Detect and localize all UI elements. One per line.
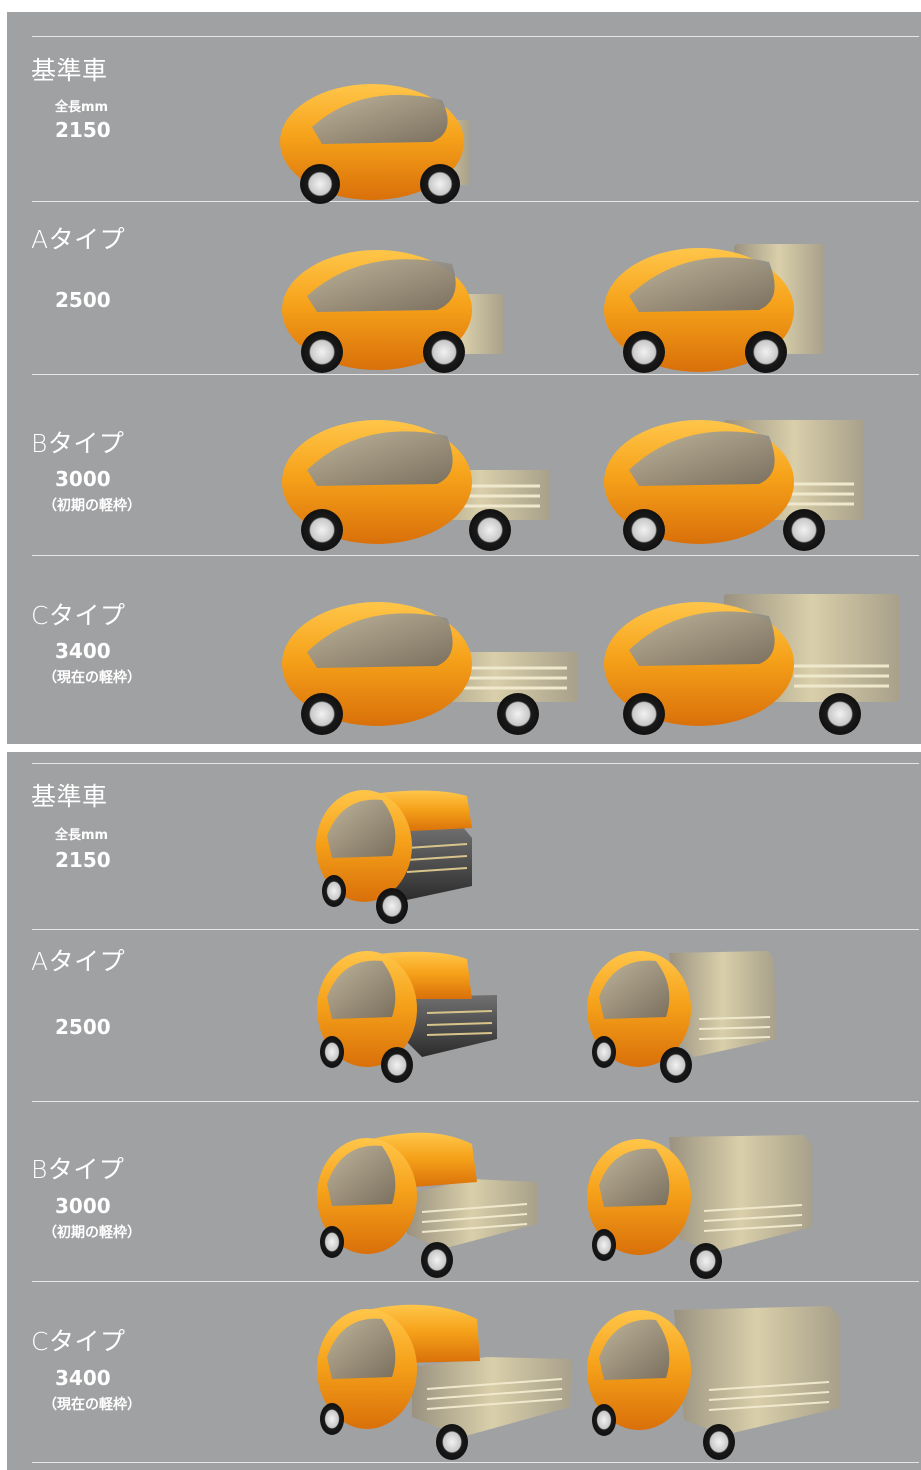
divider: [32, 1462, 919, 1463]
car-type-a-van-side-image: [604, 234, 834, 374]
length-note: （初期の軽枠）: [43, 1225, 141, 1241]
length-value: 2150: [55, 118, 111, 142]
section-title: Bタイプ: [31, 1155, 125, 1184]
length-value: 2500: [55, 288, 111, 312]
car-type-a-pickup-side-image: [282, 234, 512, 374]
length-label: 全長mm: [55, 100, 109, 115]
section-title: Cタイプ: [31, 1327, 126, 1356]
car-type-c-pickup-side-image: [282, 590, 582, 740]
length-label: 全長mm: [55, 828, 109, 843]
car-type-b-pickup-side-image: [282, 408, 557, 553]
length-value: 2150: [55, 848, 111, 872]
section-title: Aタイプ: [31, 947, 126, 976]
divider: [32, 1101, 919, 1102]
section-title: 基準車: [31, 782, 108, 811]
length-value: 3400: [55, 639, 111, 663]
length-value: 2500: [55, 1015, 111, 1039]
car-base-side-image: [280, 72, 482, 212]
car-type-a-pickup-perspective-image: [312, 947, 507, 1087]
car-type-c-van-side-image: [604, 584, 904, 739]
perspective-view-panel: 基準車 全長mm 2150 Aタイプ 2500: [7, 752, 921, 1470]
section-title: 基準車: [31, 56, 108, 85]
car-type-b-pickup-perspective-image: [312, 1124, 542, 1279]
car-type-a-van-perspective-image: [584, 947, 784, 1087]
length-note: （初期の軽枠）: [43, 498, 141, 514]
car-type-b-van-side-image: [604, 408, 869, 553]
divider: [32, 763, 919, 764]
length-note: （現在の軽枠）: [43, 1397, 141, 1413]
section-title: Bタイプ: [31, 429, 125, 458]
divider: [32, 374, 919, 375]
car-base-perspective-image: [312, 786, 482, 926]
car-type-b-van-perspective-image: [584, 1127, 814, 1282]
side-view-panel: 基準車 全長mm 2150 Aタイプ 2500: [7, 12, 921, 744]
section-title: Cタイプ: [31, 601, 126, 630]
length-value: 3400: [55, 1366, 111, 1390]
section-title: Aタイプ: [31, 225, 126, 254]
car-type-c-pickup-perspective-image: [312, 1297, 577, 1462]
length-note: （現在の軽枠）: [43, 670, 141, 686]
length-value: 3000: [55, 467, 111, 491]
divider: [32, 555, 919, 556]
divider: [32, 201, 919, 202]
car-type-c-van-perspective-image: [584, 1300, 844, 1465]
length-value: 3000: [55, 1194, 111, 1218]
divider: [32, 1281, 919, 1282]
divider: [32, 929, 919, 930]
divider: [32, 36, 919, 37]
